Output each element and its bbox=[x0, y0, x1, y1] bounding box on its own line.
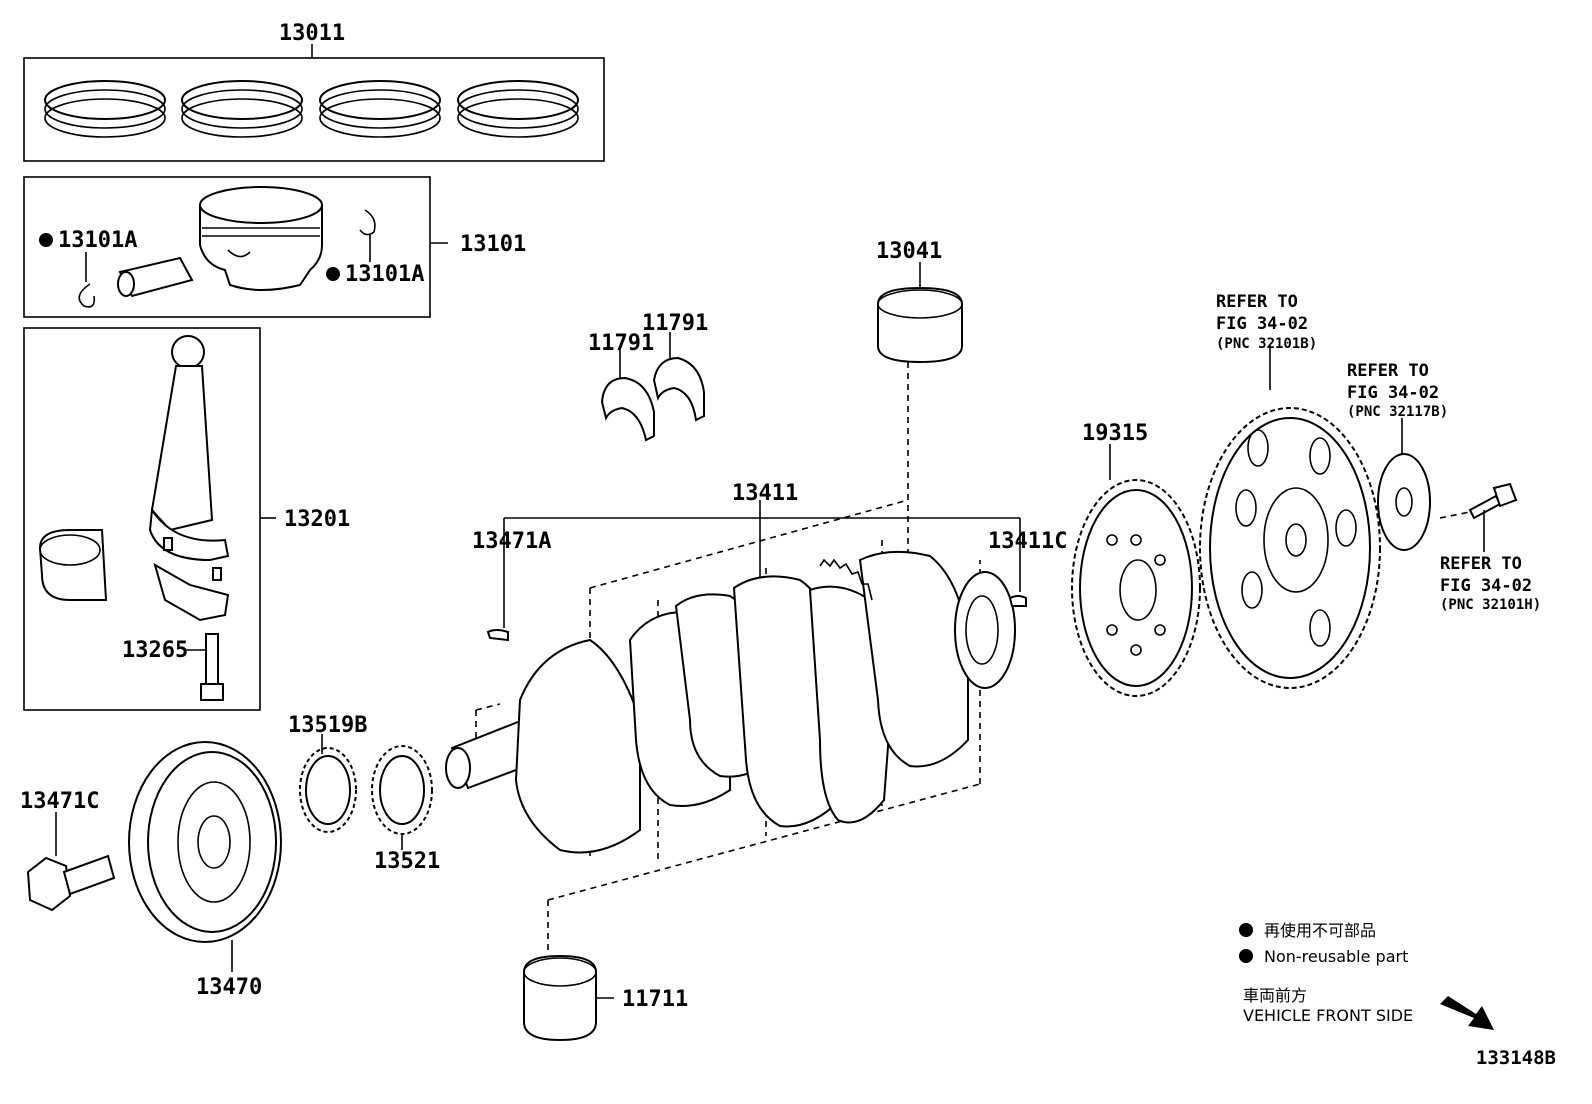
part-label-13519b[interactable]: 13519B bbox=[288, 713, 367, 738]
part-label-13101[interactable]: 13101 bbox=[460, 232, 526, 257]
svg-text:REFER TO: REFER TO bbox=[1440, 554, 1522, 574]
figure-id: 133148B bbox=[1476, 1047, 1556, 1069]
connecting-rod-group[interactable] bbox=[23, 327, 276, 711]
part-label-13471a[interactable]: 13471A bbox=[472, 529, 551, 554]
main-bearing-lower-group[interactable] bbox=[523, 954, 614, 1042]
svg-text:FIG 34-02: FIG 34-02 bbox=[1216, 314, 1308, 334]
ref-note-pnc-32101b: REFER TO FIG 34-02 (PNC 32101B) bbox=[1216, 292, 1317, 352]
part-label-13101a-right[interactable]: 13101A bbox=[345, 262, 424, 287]
part-label-11791-a[interactable]: 11791 bbox=[588, 331, 654, 356]
piston-ring-icon bbox=[44, 80, 166, 138]
key-icon bbox=[486, 629, 509, 642]
crank-pulley-group[interactable] bbox=[128, 741, 282, 972]
piston-icon bbox=[199, 186, 323, 291]
part-label-13101a-left[interactable]: 13101A bbox=[58, 228, 137, 253]
rod-bolt-icon bbox=[200, 633, 224, 701]
part-label-13201[interactable]: 13201 bbox=[284, 507, 350, 532]
timing-rotor-group[interactable] bbox=[1071, 444, 1201, 697]
svg-text:(PNC 32101B): (PNC 32101B) bbox=[1216, 336, 1317, 352]
svg-text:FIG 34-02: FIG 34-02 bbox=[1347, 383, 1439, 403]
front-label-en: VEHICLE FRONT SIDE bbox=[1243, 1006, 1413, 1025]
svg-text:FIG 34-02: FIG 34-02 bbox=[1440, 576, 1532, 596]
piston-ring-icon bbox=[319, 80, 441, 138]
dowel-pin-icon bbox=[212, 567, 222, 581]
part-label-13011[interactable]: 13011 bbox=[279, 21, 345, 46]
plug-icon bbox=[1008, 595, 1027, 607]
part-label-11711[interactable]: 11711 bbox=[622, 987, 688, 1012]
crankshaft-group[interactable] bbox=[445, 499, 1027, 950]
main-bearing-icon bbox=[877, 286, 963, 364]
ref-note-pnc-32101h: REFER TO FIG 34-02 (PNC 32101H) bbox=[1440, 554, 1541, 613]
main-bearing-upper-group[interactable] bbox=[877, 262, 963, 560]
ref-note-pnc-32117b: REFER TO FIG 34-02 (PNC 32117B) bbox=[1347, 361, 1448, 420]
piston-ring-icon bbox=[181, 80, 303, 138]
flywheel-bolt-group[interactable] bbox=[1439, 482, 1518, 552]
part-label-19315[interactable]: 19315 bbox=[1082, 421, 1148, 446]
snap-ring-icon bbox=[78, 283, 96, 308]
piston-group[interactable] bbox=[23, 176, 448, 318]
part-label-13411[interactable]: 13411 bbox=[732, 481, 798, 506]
rod-bearing-icon bbox=[38, 529, 108, 601]
svg-text:(PNC 32117B): (PNC 32117B) bbox=[1347, 404, 1448, 420]
crankshaft-icon bbox=[445, 550, 1016, 854]
part-label-13470[interactable]: 13470 bbox=[196, 975, 262, 1000]
svg-text:REFER TO: REFER TO bbox=[1347, 361, 1429, 381]
legend-jp: 再使用不可部品 bbox=[1264, 921, 1376, 940]
thrust-washer-icon bbox=[600, 376, 655, 442]
piston-pin-icon bbox=[117, 256, 194, 298]
svg-text:(PNC 32101H): (PNC 32101H) bbox=[1440, 597, 1541, 613]
main-bearing-icon bbox=[523, 954, 597, 1042]
part-label-11791-b[interactable]: 11791 bbox=[642, 311, 708, 336]
timing-sprocket-group[interactable] bbox=[299, 734, 357, 833]
legend: 再使用不可部品 Non-reusable part 車両前方 VEHICLE F… bbox=[1239, 921, 1494, 1030]
thrust-washer-icon bbox=[652, 356, 705, 422]
part-label-13411c[interactable]: 13411C bbox=[988, 529, 1067, 554]
snap-ring-icon bbox=[359, 209, 376, 236]
crank-gear-group[interactable] bbox=[371, 745, 433, 850]
dowel-pin-icon bbox=[163, 537, 173, 551]
part-label-13521[interactable]: 13521 bbox=[374, 849, 440, 874]
thrust-washer-group[interactable] bbox=[600, 332, 705, 442]
piston-ring-set-group[interactable] bbox=[23, 44, 605, 162]
part-label-13265[interactable]: 13265 bbox=[122, 638, 188, 663]
filled-circle-icon bbox=[1239, 949, 1253, 963]
piston-ring-icon bbox=[457, 80, 579, 138]
adapter-plate-group[interactable] bbox=[1377, 418, 1431, 551]
pulley-bolt-group[interactable] bbox=[26, 812, 116, 912]
legend-en: Non-reusable part bbox=[1264, 947, 1408, 966]
filled-circle-icon bbox=[39, 233, 53, 247]
part-label-13041[interactable]: 13041 bbox=[876, 239, 942, 264]
drive-plate-group[interactable] bbox=[1199, 344, 1381, 689]
front-label-jp: 車両前方 bbox=[1243, 986, 1307, 1005]
filled-circle-icon bbox=[1239, 923, 1253, 937]
arrow-down-right-icon bbox=[1440, 996, 1494, 1030]
filled-circle-icon bbox=[326, 267, 340, 281]
connecting-rod-icon bbox=[148, 335, 230, 622]
part-label-13471c[interactable]: 13471C bbox=[20, 789, 99, 814]
svg-text:REFER TO: REFER TO bbox=[1216, 292, 1298, 312]
